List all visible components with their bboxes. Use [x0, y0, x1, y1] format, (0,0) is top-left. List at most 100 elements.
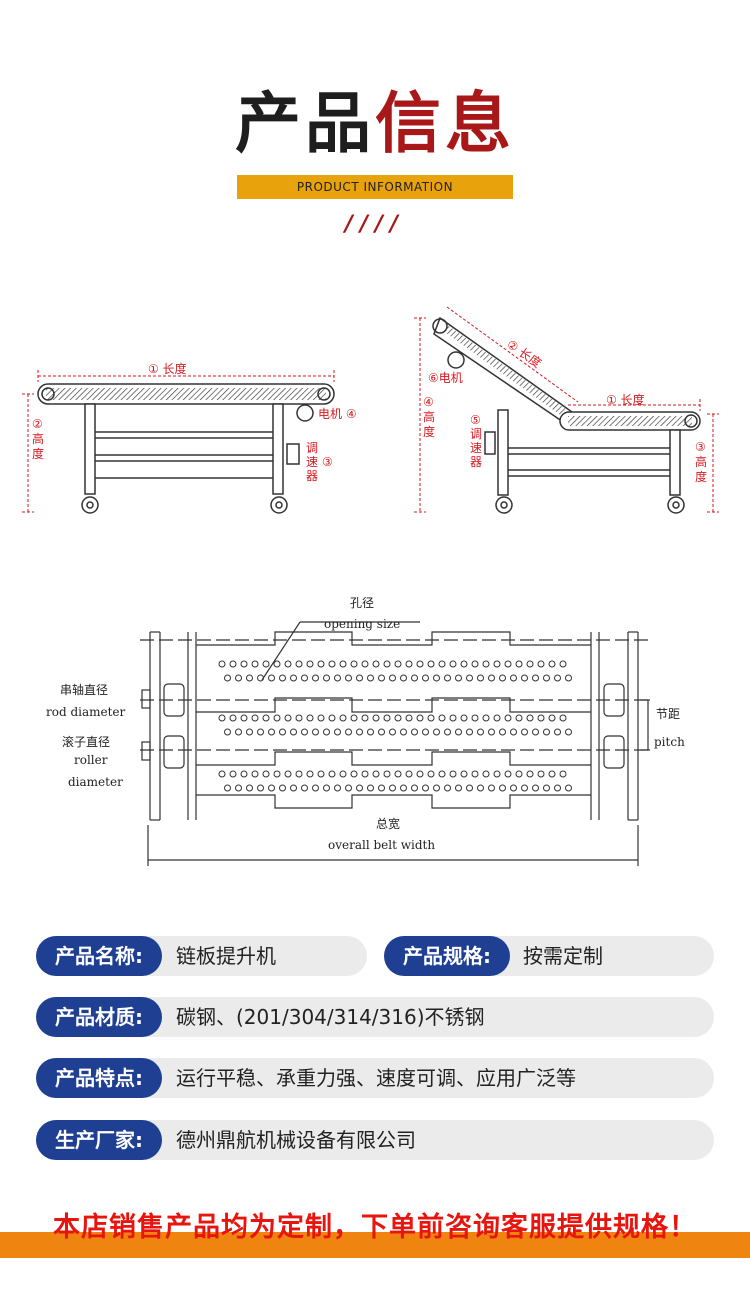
plate-hole	[416, 770, 424, 778]
plate-hole	[328, 660, 336, 668]
plate-hole	[521, 784, 528, 792]
plate-hole	[317, 770, 325, 778]
plate-hole	[317, 714, 325, 722]
rod-cn-label: 串轴直径	[60, 682, 108, 697]
plate-hole	[383, 770, 391, 778]
spec-spec-value: 按需定制	[523, 944, 603, 968]
plate-hole	[295, 770, 303, 778]
plate-hole	[262, 660, 270, 668]
right-length2-label: ② 长度	[504, 336, 544, 370]
plate-hole	[295, 660, 303, 668]
plate-hole	[510, 728, 517, 736]
plate-hole	[240, 714, 248, 722]
plate-hole	[394, 660, 402, 668]
plate-hole	[493, 660, 501, 668]
plate-hole	[224, 784, 231, 792]
plate-hole	[372, 660, 380, 668]
plate-hole	[235, 674, 242, 682]
plate-hole	[433, 728, 440, 736]
plate-hole	[532, 728, 539, 736]
plate-hole	[218, 714, 226, 722]
plate-hole	[455, 784, 462, 792]
incline-conveyor-drawing	[432, 316, 701, 514]
plate-hole	[312, 674, 319, 682]
plate-hole	[400, 784, 407, 792]
plate-hole	[273, 660, 281, 668]
plate-hole	[356, 784, 363, 792]
plate-hole	[537, 660, 545, 668]
plate-hole	[339, 770, 347, 778]
plate-hole	[548, 770, 556, 778]
plate-hole	[306, 660, 314, 668]
plate-hole	[367, 784, 374, 792]
title-black-part: 产品	[235, 85, 375, 162]
plate-hole	[565, 784, 572, 792]
plate-hole	[477, 784, 484, 792]
roller-en-label-2: diameter	[68, 775, 123, 789]
plate-hole	[405, 714, 413, 722]
plate-hole	[411, 674, 418, 682]
plate-hole	[328, 714, 336, 722]
plate-hole	[394, 770, 402, 778]
roller-en-label-1: roller	[74, 753, 108, 767]
plate-hole	[361, 770, 369, 778]
plate-hole	[394, 714, 402, 722]
plate-hole	[350, 770, 358, 778]
left-dimension-lines	[22, 370, 335, 513]
plate-hole	[422, 784, 429, 792]
plate-hole	[301, 784, 308, 792]
plate-hole	[493, 770, 501, 778]
spec-row-maker: 生产厂家: 德州鼎航机械设备有限公司	[36, 1120, 714, 1160]
plate-hole	[301, 674, 308, 682]
right-height4-char1: 高	[423, 409, 435, 424]
spec-name-label: 产品名称:	[36, 936, 162, 976]
plate-hole	[416, 660, 424, 668]
spec-row-name: 产品名称: 链板提升机	[36, 936, 367, 976]
plate-hole	[334, 784, 341, 792]
plate-hole	[323, 728, 330, 736]
plate-hole	[488, 784, 495, 792]
plate-hole	[251, 714, 259, 722]
plate-hole	[268, 728, 275, 736]
spec-spec-label: 产品规格:	[384, 936, 510, 976]
left-height-char1: 高	[32, 431, 44, 446]
plate-hole	[257, 728, 264, 736]
plate-hole	[449, 714, 457, 722]
plate-hole	[229, 714, 237, 722]
plate-hole	[290, 784, 297, 792]
plate-hole	[400, 674, 407, 682]
right-height3-number: ③	[695, 440, 706, 454]
plate-hole	[510, 784, 517, 792]
spec-feature-value: 运行平稳、承重力强、速度可调、应用广泛等	[176, 1066, 576, 1090]
plate-hole	[257, 674, 264, 682]
plate-hole	[317, 660, 325, 668]
plate-hole	[372, 714, 380, 722]
plate-hole	[521, 728, 528, 736]
plate-hole	[471, 714, 479, 722]
plate-hole	[400, 728, 407, 736]
width-en-label: overall belt width	[328, 838, 435, 852]
plate-hole	[323, 784, 330, 792]
plate-hole	[537, 714, 545, 722]
plate-hole	[235, 728, 242, 736]
plate-hole	[279, 784, 286, 792]
plate-hole	[565, 674, 572, 682]
notice-banner-bar	[0, 1232, 750, 1258]
spec-maker-label: 生产厂家:	[36, 1120, 162, 1160]
plate-hole	[433, 674, 440, 682]
plate-hole	[218, 770, 226, 778]
pitch-en-label: pitch	[654, 735, 685, 749]
plate-hole	[240, 660, 248, 668]
plate-hole	[345, 728, 352, 736]
plate-hole	[295, 714, 303, 722]
plate-hole	[427, 660, 435, 668]
plate-hole	[345, 674, 352, 682]
right-height4-number: ④	[423, 395, 434, 409]
left-height-char2: 度	[32, 446, 44, 461]
right-height3-char1: 高	[695, 454, 707, 469]
left-length-label: ① 长度	[148, 361, 187, 376]
page-title: 产品信息	[0, 70, 750, 166]
title-red-part: 信息	[375, 85, 515, 162]
plate-hole	[339, 714, 347, 722]
plate-hole	[466, 784, 473, 792]
